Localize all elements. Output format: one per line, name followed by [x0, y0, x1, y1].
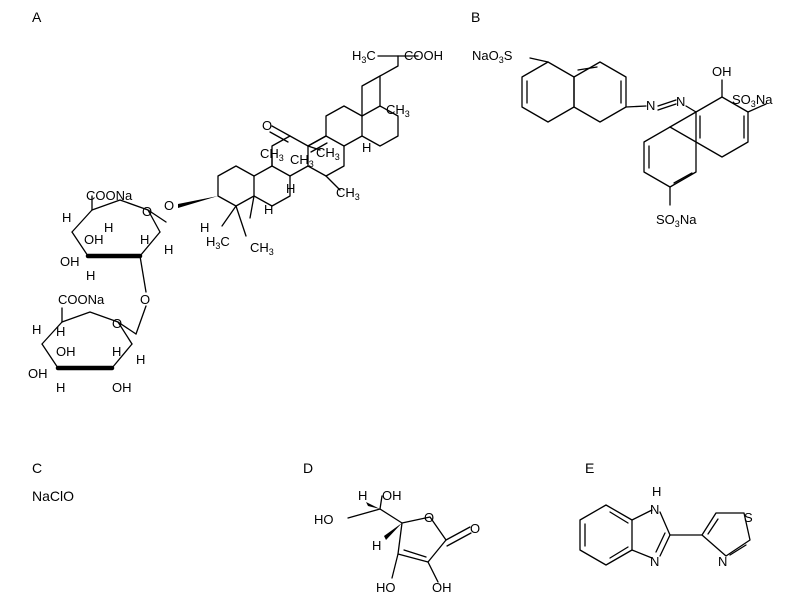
label-d-ho-bottom: HO — [376, 580, 396, 595]
label-cooh: COOH — [404, 48, 443, 63]
label-e-nh-n: N — [650, 502, 659, 517]
label-coona-2: COONa — [58, 292, 105, 307]
label-s1-oh2: OH — [60, 254, 80, 269]
label-b-oh: OH — [712, 64, 732, 79]
label-e-n-thz: N — [718, 554, 727, 569]
label-ring-o-2: O — [112, 316, 122, 331]
label-coona-1: COONa — [86, 188, 133, 203]
label-ch3-6: CH3 — [250, 240, 274, 257]
panel-label-b: B — [471, 9, 481, 25]
formula-naclo: NaClO — [32, 488, 75, 504]
label-s1-h2: H — [140, 232, 149, 247]
label-e-n-low: N — [650, 554, 659, 569]
label-ring-o-1: O — [142, 204, 152, 219]
label-o-link: O — [164, 198, 174, 213]
label-d-h2: H — [372, 538, 381, 553]
label-h-2: H — [362, 140, 371, 155]
label-azo-n1: N — [646, 98, 655, 113]
label-s2-h5: H — [56, 380, 65, 395]
structure-a-glycyrrhizinate: H3C COOH O CH3 CH3 CH3 CH3 CH3 CH3 H3C H… — [28, 48, 443, 395]
structure-d-ascorbic-acid: O O OH H HO H HO OH — [314, 488, 480, 595]
label-h-3: H — [200, 220, 209, 235]
label-ketone-o: O — [262, 118, 272, 133]
label-s2-h3: H — [112, 344, 121, 359]
label-d-ho-left: HO — [314, 512, 334, 527]
label-d-ring-o: O — [424, 510, 434, 525]
label-d-h1: H — [358, 488, 367, 503]
label-s1-h3: H — [164, 242, 173, 257]
label-h-1: H — [286, 181, 295, 196]
label-d-oh-bottom: OH — [432, 580, 452, 595]
label-s2-oh2: OH — [28, 366, 48, 381]
label-s2-oh3: OH — [112, 380, 132, 395]
label-h3c-top: H3C — [352, 48, 376, 65]
label-naos-1: NaO3S — [472, 48, 513, 65]
structure-b-azo-dye: NaO3S N N OH SO3Na SO3Na — [472, 48, 773, 229]
label-s2-h1: H — [32, 322, 41, 337]
label-s2-oh1: OH — [56, 344, 76, 359]
panel-label-d: D — [303, 460, 314, 476]
panel-label-a: A — [32, 9, 42, 25]
label-e-nh-h: H — [652, 484, 661, 499]
label-azo-n2: N — [676, 94, 685, 109]
label-ch3-5: CH3 — [336, 185, 360, 202]
label-ch3-4: CH3 — [386, 102, 410, 119]
label-d-carbonyl-o: O — [470, 521, 480, 536]
label-h-4: H — [264, 202, 273, 217]
label-s1-oh1: OH — [84, 232, 104, 247]
label-s1-h4: H — [86, 268, 95, 283]
label-ch3-3: CH3 — [316, 145, 340, 162]
label-h3c-low: H3C — [206, 234, 230, 251]
panel-label-c: C — [32, 460, 43, 476]
label-so3na-2: SO3Na — [656, 212, 697, 229]
label-ch3-1: CH3 — [260, 146, 284, 163]
structure-e-thiabendazole: H N N S N — [579, 484, 753, 569]
label-d-oh-top: OH — [382, 488, 402, 503]
label-so3na-1: SO3Na — [732, 92, 773, 109]
label-s2-h4: H — [136, 352, 145, 367]
label-e-s: S — [744, 510, 753, 525]
label-s2-h2: H — [56, 324, 65, 339]
label-s1-h1: H — [62, 210, 71, 225]
label-ch3-2: CH3 — [290, 152, 314, 169]
label-glyco-o: O — [140, 292, 150, 307]
panel-label-e: E — [585, 460, 595, 476]
label-s1-h5: H — [104, 220, 113, 235]
